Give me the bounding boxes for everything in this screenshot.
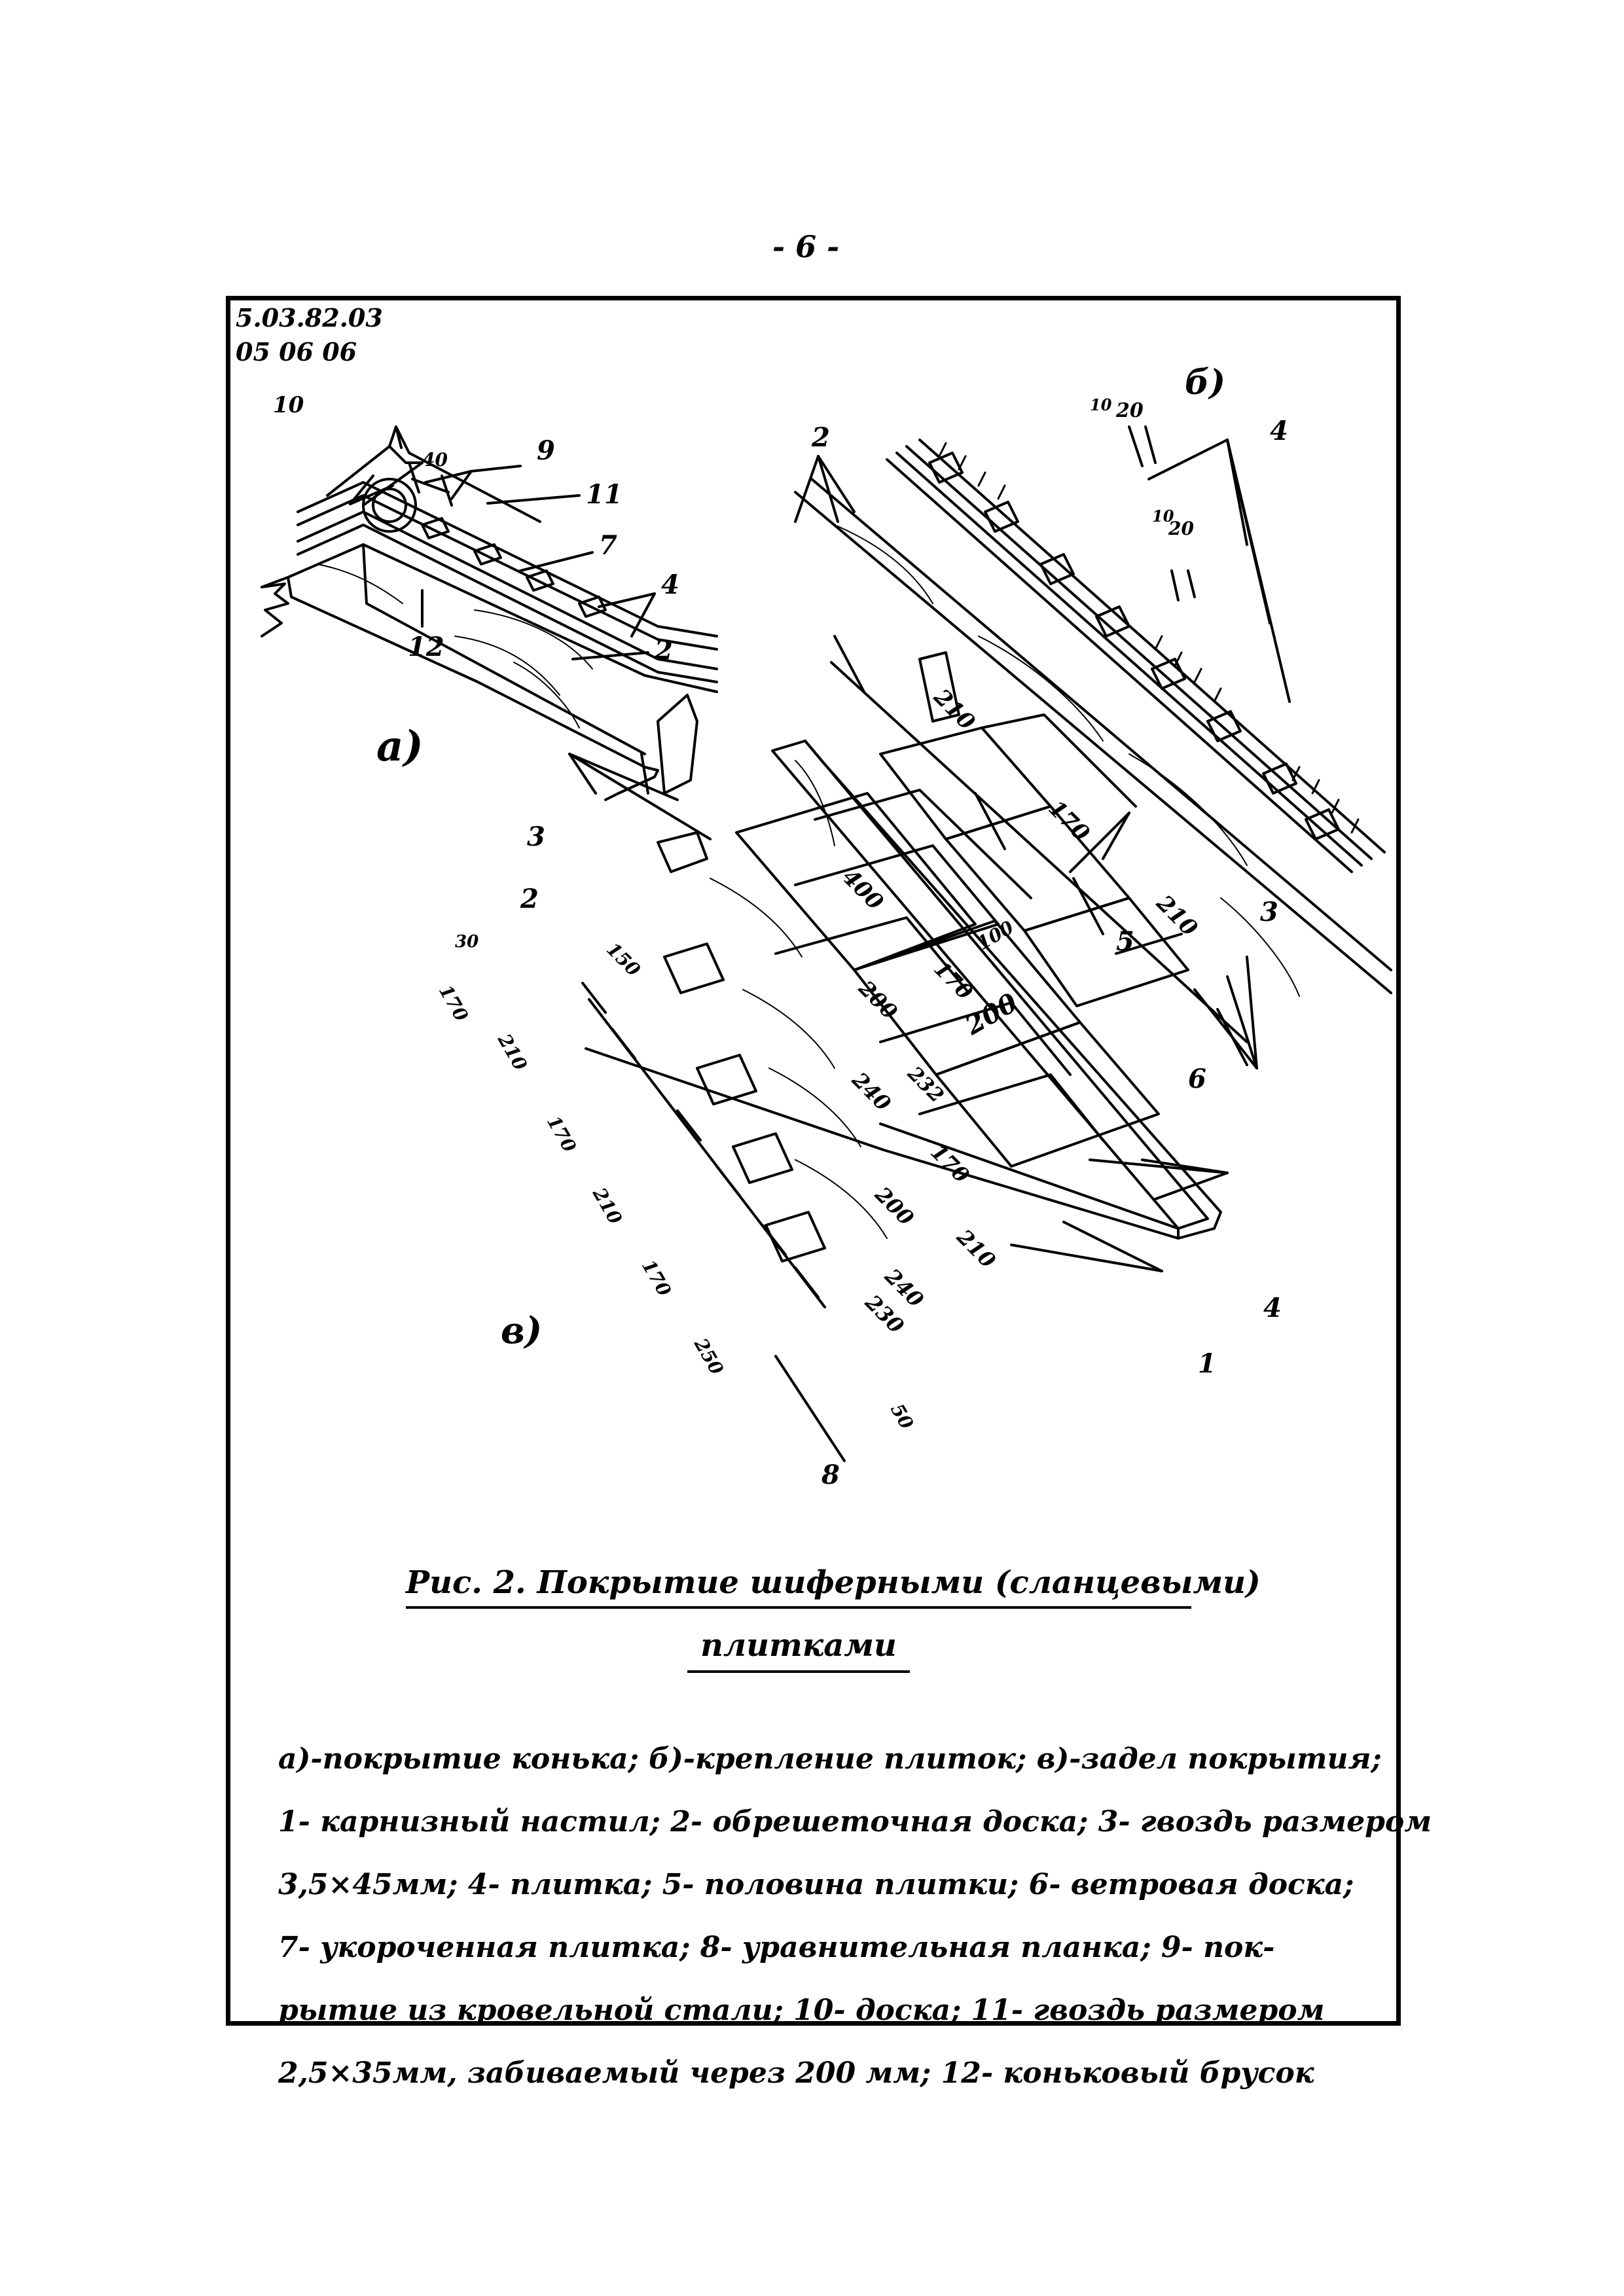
label-a-9: 9 bbox=[537, 435, 555, 466]
label-v-4: 4 bbox=[1263, 1293, 1282, 1323]
label-v-232: 232 bbox=[903, 1062, 948, 1107]
label-b-170: 170 bbox=[1043, 795, 1095, 847]
label-v-150: 150 bbox=[602, 939, 645, 981]
label-v-s210b: 210 bbox=[588, 1183, 626, 1228]
caption-line-1: Рис. 2. Покрытие шиферными (сланцевыми) bbox=[406, 1564, 1261, 1609]
roof-slate-figure: 9 10 11 7 4 2 12 40 а) б) 2 4 3 10 20 10… bbox=[261, 363, 1392, 1490]
label-a-4: 4 bbox=[661, 569, 679, 600]
label-v-6: 6 bbox=[1188, 1064, 1206, 1094]
subfigure-b-drawing bbox=[794, 425, 1392, 1069]
code-line-2: 05 06 06 bbox=[236, 337, 357, 367]
caption-line-2: плитками bbox=[687, 1627, 910, 1673]
legend-line: а)-покрытие конька; б)-крепление плиток;… bbox=[278, 1742, 1382, 1776]
label-v-170b: 170 bbox=[926, 1139, 974, 1188]
subfigure-v-label: в) bbox=[501, 1309, 542, 1352]
subfigure-v-drawing bbox=[568, 651, 1229, 1462]
legend-line: рытие из кровельной стали; 10- доска; 11… bbox=[278, 1994, 1325, 2027]
legend-line: 1- карнизный настил; 2- обрешеточная дос… bbox=[278, 1805, 1432, 1839]
label-a-11: 11 bbox=[586, 479, 623, 510]
label-v-200a: 200 bbox=[854, 975, 903, 1024]
label-v-s250: 250 bbox=[689, 1334, 728, 1378]
label-b-20a: 20 bbox=[1115, 399, 1144, 422]
label-v-s170b: 170 bbox=[543, 1112, 581, 1157]
label-b-3: 3 bbox=[1260, 897, 1278, 927]
legend-line: 2,5×35мм, забиваемый через 200 мм; 12- к… bbox=[278, 2056, 1314, 2090]
label-v-30: 30 bbox=[455, 932, 478, 952]
drawing-codes: 5.03.82.03 05 06 06 bbox=[236, 301, 383, 369]
subfigure-b-label: б) bbox=[1185, 363, 1225, 403]
label-b-2: 2 bbox=[811, 422, 830, 453]
label-b-210a: 210 bbox=[928, 683, 980, 735]
label-b-10b: 10 bbox=[1152, 507, 1174, 526]
label-b-4: 4 bbox=[1270, 416, 1288, 446]
label-a-10: 10 bbox=[273, 392, 304, 418]
label-v-1: 1 bbox=[1198, 1348, 1216, 1379]
label-v-s170c: 170 bbox=[638, 1256, 676, 1300]
label-v-240a: 240 bbox=[847, 1067, 896, 1116]
legend-line: 3,5×45мм; 4- плитка; 5- половина плитки;… bbox=[278, 1868, 1354, 1901]
label-a-12: 12 bbox=[408, 632, 444, 662]
label-a-2: 2 bbox=[654, 635, 673, 666]
label-b-10a: 10 bbox=[1090, 395, 1112, 414]
label-v-3: 3 bbox=[527, 821, 545, 852]
figure-legend: а)-покрытие конька; б)-крепление плиток;… bbox=[278, 1728, 1432, 2105]
label-v-5: 5 bbox=[1116, 926, 1134, 957]
label-v-210t: 210 bbox=[952, 1224, 1001, 1273]
label-v-2: 2 bbox=[520, 884, 539, 914]
label-v-50: 50 bbox=[886, 1400, 918, 1433]
figure-caption: Рис. 2. Покрытие шиферными (сланцевыми) … bbox=[406, 1564, 1261, 1673]
subfigure-a-label: а) bbox=[376, 722, 424, 771]
label-v-170a: 170 bbox=[929, 956, 977, 1005]
label-v-8: 8 bbox=[821, 1460, 840, 1490]
label-a-40: 40 bbox=[422, 449, 448, 471]
label-a-7: 7 bbox=[599, 530, 617, 561]
label-v-s170a: 170 bbox=[435, 981, 473, 1026]
label-v-s210a: 210 bbox=[493, 1030, 532, 1074]
legend-line: 7- укороченная плитка; 8- уравнительная … bbox=[278, 1931, 1275, 1964]
subfigure-a-drawing bbox=[261, 425, 718, 801]
drawing-frame bbox=[226, 296, 1401, 2026]
label-b-20b: 20 bbox=[1168, 518, 1194, 539]
page-number: - 6 - bbox=[772, 229, 840, 264]
code-line-1: 5.03.82.03 bbox=[236, 303, 383, 332]
